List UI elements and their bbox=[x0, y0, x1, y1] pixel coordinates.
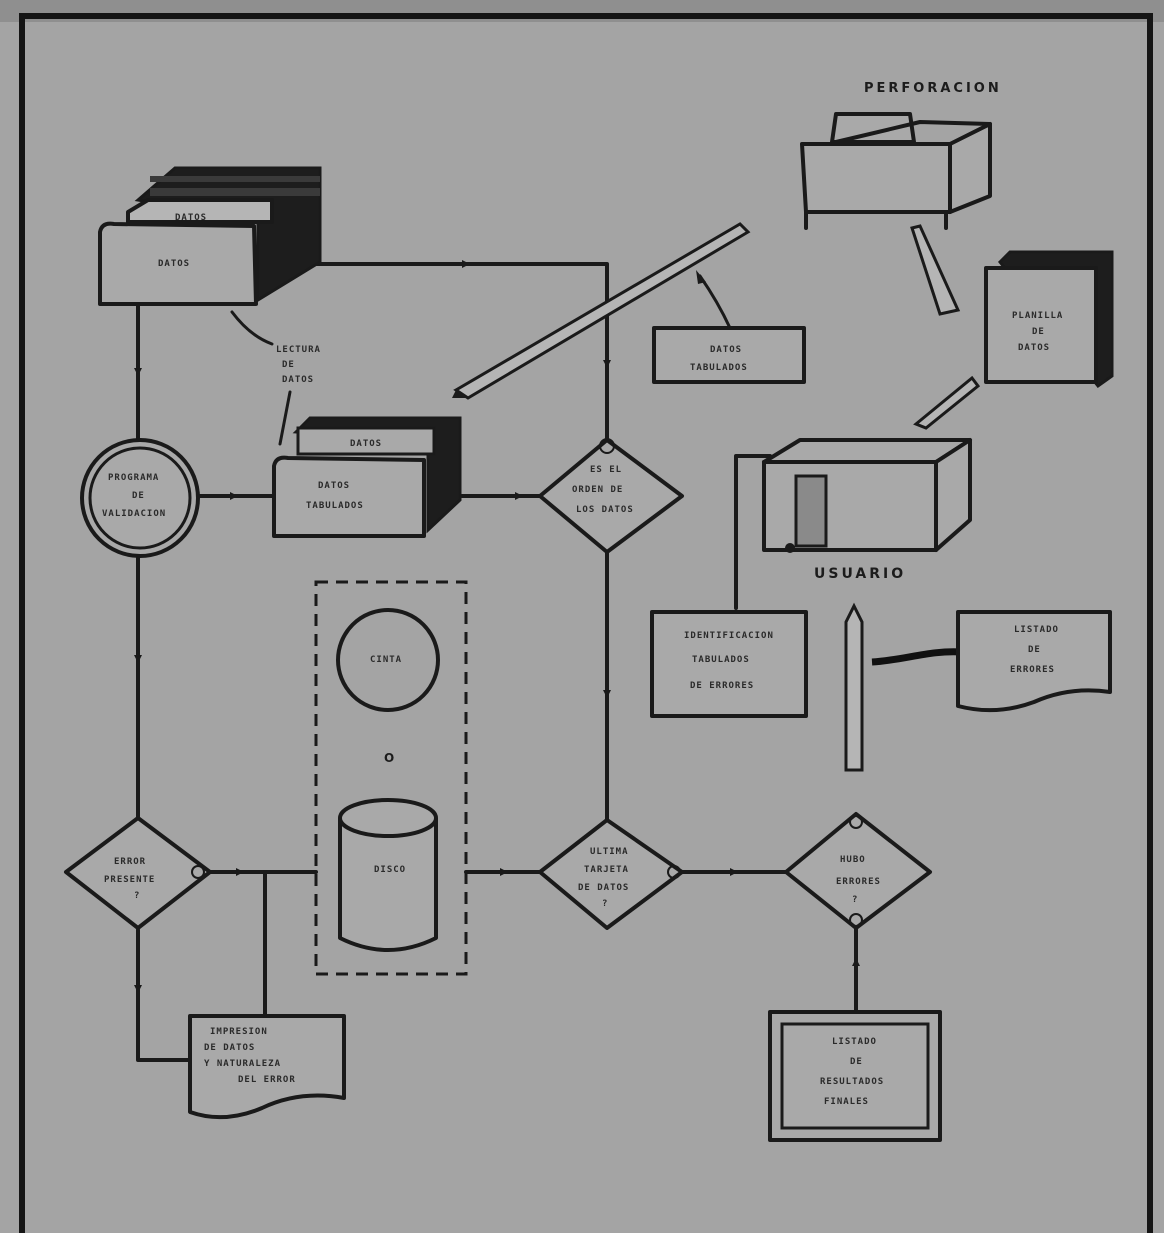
storage-options-group: CINTA O DISCO bbox=[314, 580, 468, 976]
svg-text:DISCO: DISCO bbox=[374, 865, 406, 875]
svg-text:PLANILLA: PLANILLA bbox=[1012, 311, 1063, 321]
error-printout-document: IMPRESION DE DATOS Y NATURALEZA DEL ERRO… bbox=[188, 1014, 346, 1120]
data-cards-deck: DATOS DATOS bbox=[98, 166, 322, 306]
svg-text:?: ? bbox=[602, 899, 608, 909]
read-data-note: LECTURA DE DATOS bbox=[230, 310, 321, 446]
svg-text:DE ERRORES: DE ERRORES bbox=[690, 681, 754, 691]
tape-icon bbox=[336, 608, 440, 712]
svg-text:LISTADO: LISTADO bbox=[1014, 625, 1059, 635]
svg-text:TABULADOS: TABULADOS bbox=[306, 501, 364, 511]
svg-text:DE: DE bbox=[132, 491, 145, 501]
disk-icon: DISCO bbox=[338, 798, 438, 952]
svg-text:ERROR: ERROR bbox=[114, 857, 146, 867]
svg-text:DATOS: DATOS bbox=[318, 481, 350, 491]
svg-text:LECTURA: LECTURA bbox=[276, 345, 321, 355]
svg-text:DATOS: DATOS bbox=[350, 439, 382, 449]
svg-text:IMPRESION: IMPRESION bbox=[210, 1027, 268, 1037]
line-listing-to-user bbox=[734, 454, 772, 610]
decision-error-present: ERROR PRESENTE ? bbox=[64, 816, 212, 930]
error-identification-box: IDENTIFICACION TABULADOS DE ERRORES bbox=[650, 610, 808, 718]
svg-text:IDENTIFICACION: IDENTIFICACION bbox=[684, 631, 774, 641]
svg-text:DATOS: DATOS bbox=[175, 213, 207, 223]
svg-text:DE: DE bbox=[850, 1057, 863, 1067]
svg-text:TABULADOS: TABULADOS bbox=[690, 363, 748, 373]
user-desk bbox=[762, 438, 972, 553]
svg-text:FINALES: FINALES bbox=[824, 1097, 869, 1107]
perforacion-label: PERFORACION bbox=[864, 81, 1002, 96]
svg-text:DATOS: DATOS bbox=[710, 345, 742, 355]
svg-text:DE DATOS: DE DATOS bbox=[578, 883, 629, 893]
svg-text:?: ? bbox=[852, 895, 858, 905]
keypunch-machine bbox=[800, 112, 992, 316]
line-errors-list-to-user bbox=[871, 648, 963, 666]
svg-text:RESULTADOS: RESULTADOS bbox=[820, 1077, 884, 1087]
svg-text:ERRORES: ERRORES bbox=[836, 877, 881, 887]
diagonal-arrow bbox=[452, 222, 751, 400]
svg-text:DEL ERROR: DEL ERROR bbox=[238, 1075, 296, 1085]
tabulated-data-note: DATOS TABULADOS bbox=[652, 270, 806, 384]
svg-text:TARJETA: TARJETA bbox=[584, 865, 629, 875]
svg-text:HUBO: HUBO bbox=[840, 855, 866, 865]
svg-text:DE: DE bbox=[1032, 327, 1045, 337]
stored-data-cards: DATOS DATOS TABULADOS bbox=[272, 416, 462, 538]
svg-text:PROGRAMA: PROGRAMA bbox=[108, 473, 159, 483]
svg-text:ULTIMA: ULTIMA bbox=[590, 847, 629, 857]
decision-all-data: ES EL ORDEN DE LOS DATOS bbox=[538, 438, 684, 554]
page-frame bbox=[19, 13, 1153, 1233]
svg-text:?: ? bbox=[134, 891, 140, 901]
svg-text:DATOS: DATOS bbox=[158, 259, 190, 269]
svg-text:ERRORES: ERRORES bbox=[1010, 665, 1055, 675]
svg-text:DATOS: DATOS bbox=[1018, 343, 1050, 353]
svg-text:DE DATOS: DE DATOS bbox=[204, 1043, 255, 1053]
errors-list-document: LISTADO DE ERRORES bbox=[956, 610, 1112, 713]
svg-text:VALIDACION: VALIDACION bbox=[102, 509, 166, 519]
svg-text:DE: DE bbox=[1028, 645, 1041, 655]
line-cards-to-decision bbox=[256, 262, 609, 442]
svg-text:DE: DE bbox=[282, 360, 295, 370]
svg-text:LOS DATOS: LOS DATOS bbox=[576, 505, 634, 515]
final-report-box: LISTADO DE RESULTADOS FINALES bbox=[768, 1010, 942, 1142]
or-label: O bbox=[384, 751, 397, 765]
line-error-to-printout bbox=[136, 928, 190, 1062]
data-sheet-stack: PLANILLA DE DATOS bbox=[913, 250, 1114, 430]
usuario-label: USUARIO bbox=[814, 566, 906, 582]
svg-text:ORDEN DE: ORDEN DE bbox=[572, 485, 623, 495]
decision-last-card: ULTIMA TARJETA DE DATOS ? bbox=[538, 818, 684, 930]
svg-text:PRESENTE: PRESENTE bbox=[104, 875, 155, 885]
line-arrowheads bbox=[134, 260, 860, 993]
decision-any-errors: HUBO ERRORES ? bbox=[784, 812, 932, 930]
svg-text:LISTADO: LISTADO bbox=[832, 1037, 877, 1047]
svg-text:CINTA: CINTA bbox=[370, 655, 402, 665]
connector-lines bbox=[136, 262, 963, 1062]
svg-text:Y NATURALEZA: Y NATURALEZA bbox=[204, 1059, 281, 1069]
svg-text:TABULADOS: TABULADOS bbox=[692, 655, 750, 665]
up-arrow-to-user bbox=[844, 602, 864, 772]
svg-text:DATOS: DATOS bbox=[282, 375, 314, 385]
program-circle: PROGRAMA DE VALIDACION bbox=[80, 438, 200, 558]
svg-text:ES EL: ES EL bbox=[590, 465, 622, 475]
